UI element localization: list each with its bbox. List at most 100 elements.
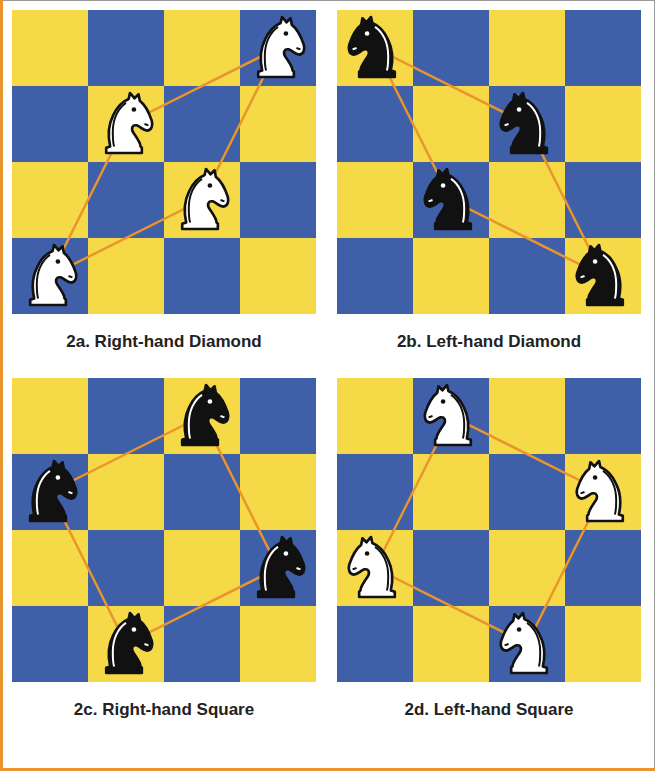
knight-mane (37, 255, 50, 299)
board-square (489, 10, 565, 86)
panel-caption: 2a. Right-hand Diamond (66, 332, 262, 352)
board-square (12, 238, 88, 314)
board-square (88, 378, 164, 454)
knight-eye (593, 259, 598, 264)
knight-eye (208, 183, 213, 188)
knight-piece (577, 245, 623, 305)
knight-eye (284, 31, 289, 36)
board-square (88, 606, 164, 682)
knight-piece (182, 169, 228, 229)
chess-board (337, 378, 641, 682)
board-square (565, 10, 641, 86)
board-square (565, 162, 641, 238)
board-square (240, 606, 316, 682)
knight-piece (425, 385, 471, 445)
board-square (337, 86, 413, 162)
knight-eye (365, 31, 370, 36)
knight-body (501, 613, 547, 673)
board-square (413, 86, 489, 162)
board-square (88, 530, 164, 606)
knight-nostril (68, 276, 72, 277)
knight-nostril (296, 48, 300, 49)
knight-mane (265, 547, 278, 591)
knight-body (425, 385, 471, 445)
knight-piece (577, 461, 623, 521)
knight-piece (106, 93, 152, 153)
knight-nostril (505, 644, 509, 645)
frame-accent (0, 0, 3, 771)
board-square (489, 238, 565, 314)
knight-nostril (429, 200, 433, 201)
board-square (565, 606, 641, 682)
board-square (489, 606, 565, 682)
board-square (489, 86, 565, 162)
board-square (337, 378, 413, 454)
panel-caption: 2d. Left-hand Square (404, 700, 573, 720)
board-square (489, 454, 565, 530)
knight-body (182, 169, 228, 229)
knight-body (349, 17, 395, 77)
board-square (489, 530, 565, 606)
board-square (12, 530, 88, 606)
board-square (164, 10, 240, 86)
knight-piece (501, 93, 547, 153)
chess-board (337, 10, 641, 314)
knight-piece (501, 613, 547, 673)
knight-nostril (144, 124, 148, 125)
board-square (489, 378, 565, 454)
board-square (489, 162, 565, 238)
board-square (240, 454, 316, 530)
board-square (88, 86, 164, 162)
board-square (88, 454, 164, 530)
board-square (240, 530, 316, 606)
knight-nostril (220, 200, 224, 201)
knight-body (577, 245, 623, 305)
knight-piece (258, 537, 304, 597)
board-square (240, 162, 316, 238)
knight-body (30, 245, 76, 305)
board-square (164, 378, 240, 454)
board-square (337, 162, 413, 238)
board-square (337, 530, 413, 606)
board-square (240, 86, 316, 162)
board-square (337, 454, 413, 530)
board-square (413, 238, 489, 314)
knight-mane (603, 471, 616, 515)
board-square (12, 454, 88, 530)
knight-eye (517, 107, 522, 112)
board-square (164, 454, 240, 530)
board-square (413, 10, 489, 86)
knight-mane (527, 103, 540, 147)
board-square (565, 530, 641, 606)
knight-mane (603, 255, 616, 299)
board-square (88, 10, 164, 86)
knight-eye (441, 183, 446, 188)
board-square (337, 10, 413, 86)
board-square (240, 378, 316, 454)
board-square (565, 238, 641, 314)
knight-nostril (68, 492, 72, 493)
knight-nostril (220, 416, 224, 417)
board-square (413, 454, 489, 530)
knight-eye (132, 107, 137, 112)
board-square (240, 238, 316, 314)
knight-piece (106, 613, 152, 673)
knight-eye (517, 627, 522, 632)
knight-eye (593, 475, 598, 480)
board-square (565, 378, 641, 454)
knight-mane (113, 103, 126, 147)
knight-body (349, 537, 395, 597)
knight-nostril (296, 568, 300, 569)
knight-piece (30, 245, 76, 305)
knight-nostril (353, 568, 357, 569)
board-square (413, 162, 489, 238)
board-square (565, 86, 641, 162)
knight-body (106, 93, 152, 153)
board-square (88, 162, 164, 238)
knight-body (258, 537, 304, 597)
board-square (164, 238, 240, 314)
board-square (164, 162, 240, 238)
knight-mane (265, 27, 278, 71)
